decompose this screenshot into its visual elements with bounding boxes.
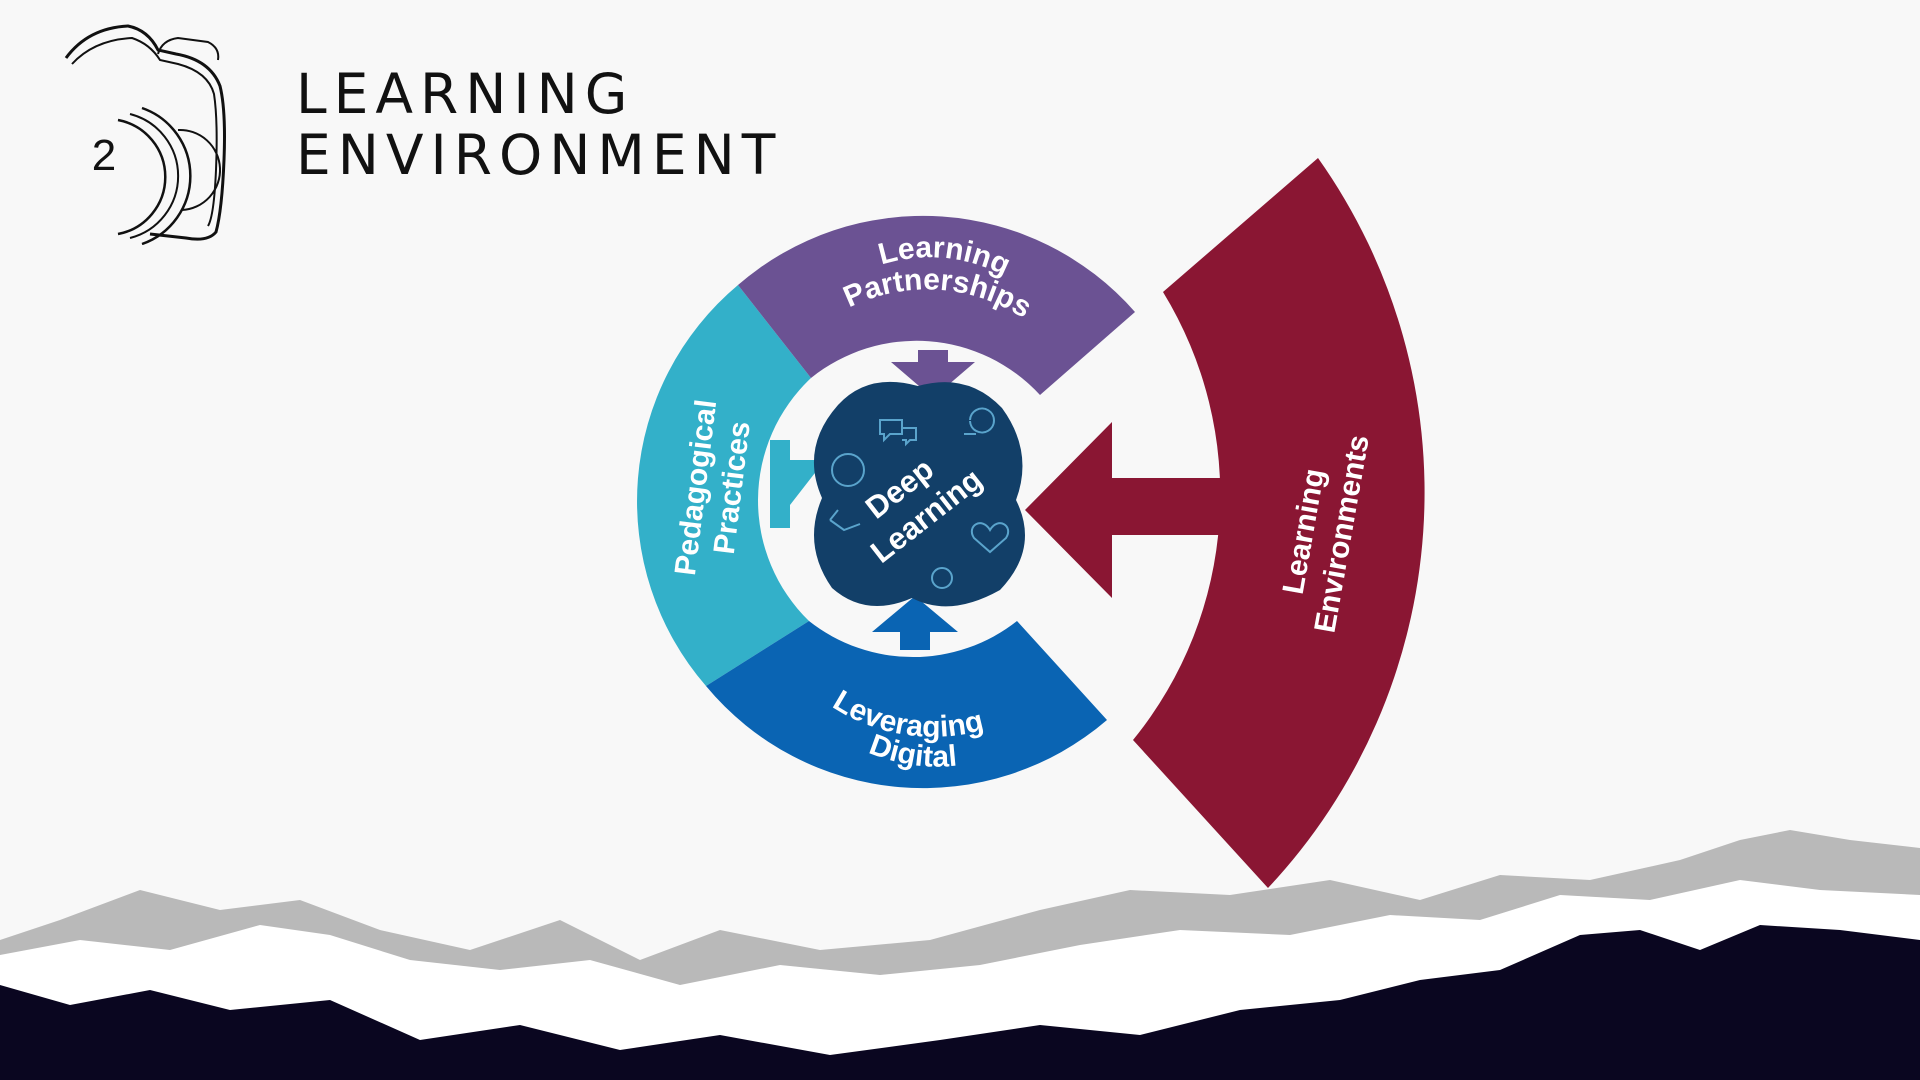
mountain-dark-layer [0,925,1920,1080]
arrow-partnerships [891,350,975,398]
arrow-digital [872,596,958,650]
logo-number: 2 [91,131,117,180]
globe-icon [831,453,865,487]
lightbulb-icon [964,407,995,435]
segment-learning-partnerships [738,215,1135,395]
arrow-pedagogical [770,440,825,528]
mountain-range-decoration [0,830,1920,1080]
title-line-2: ENVIRONMENT [296,123,783,187]
gears-icon [931,567,953,589]
speech-bubbles-icon [879,419,917,447]
arrow-environments [1025,422,1240,598]
network-icon [829,509,861,532]
heart-icon [971,522,1009,554]
deep-learning-core [813,381,1025,607]
title-line-1: LEARNING [296,62,635,126]
camera-logo-icon [64,24,226,245]
segment-leveraging-digital [706,621,1107,789]
segment-learning-environments [1133,158,1425,888]
page-title: LEARNING ENVIRONMENT [296,64,782,186]
segment-pedagogical-practices [637,285,811,686]
